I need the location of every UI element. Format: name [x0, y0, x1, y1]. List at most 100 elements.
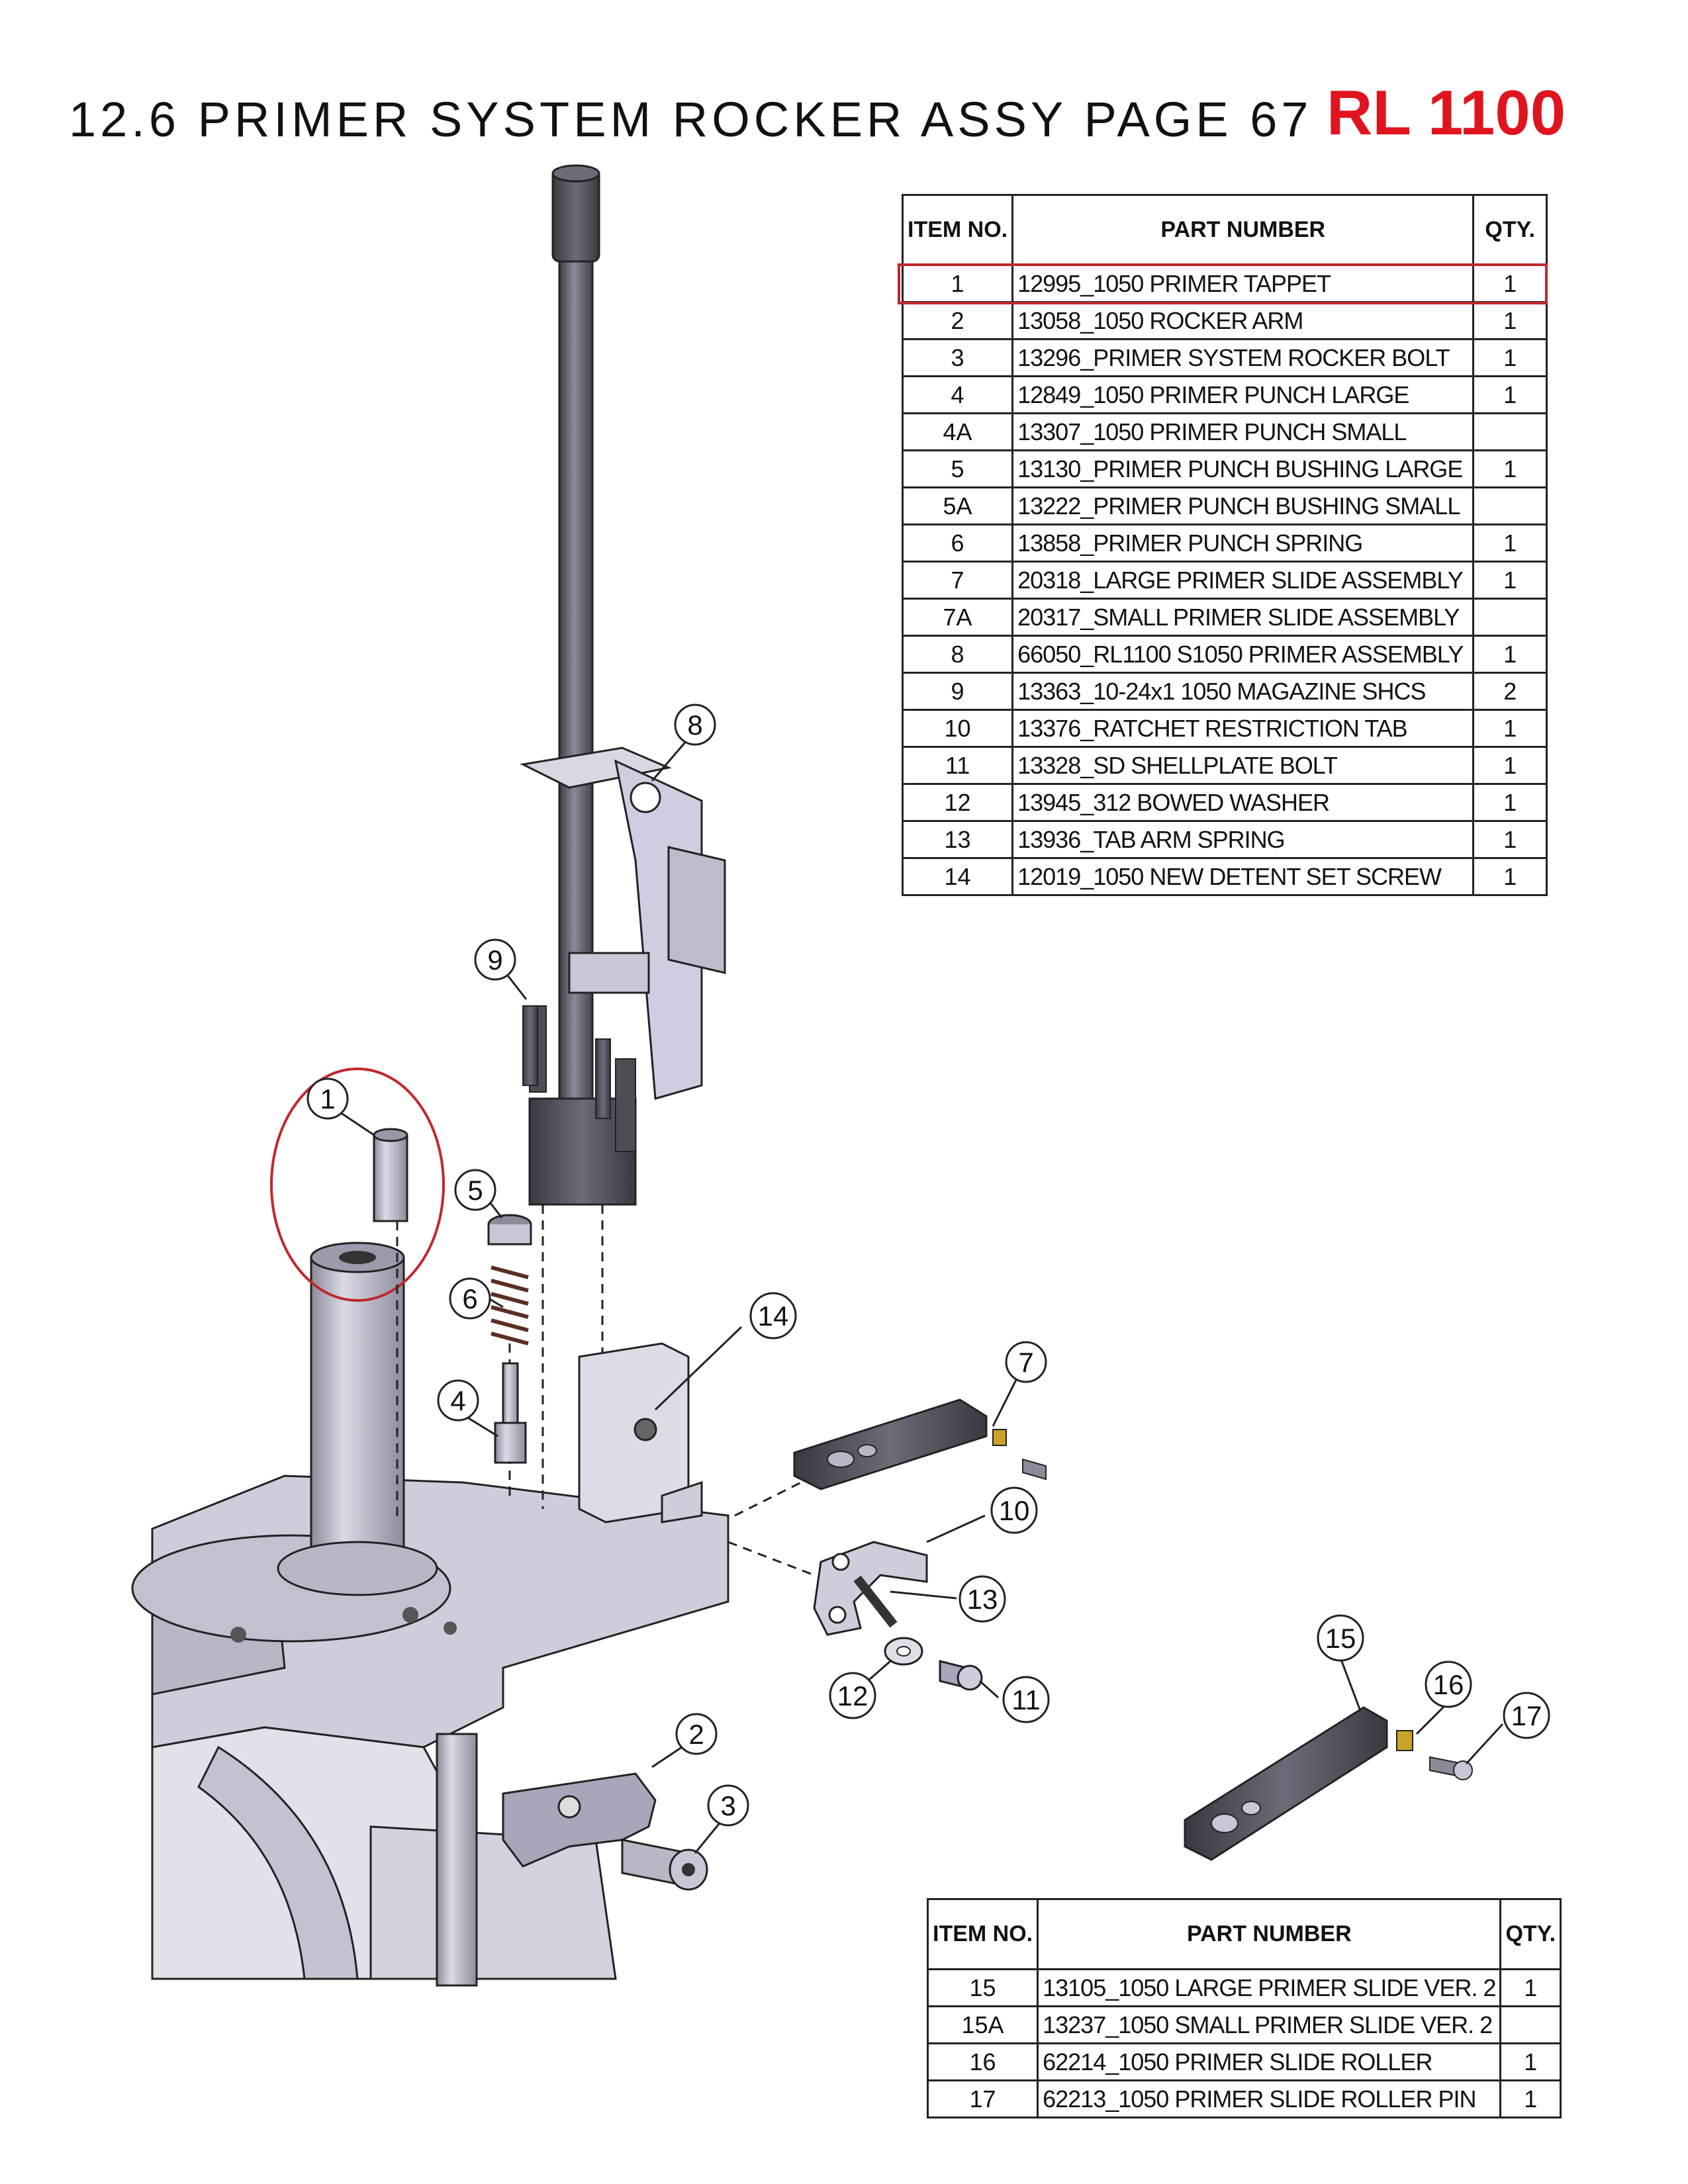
callout-leaders — [334, 734, 1504, 1854]
qty-cell: 1 — [1472, 783, 1548, 822]
magazine-screws — [522, 1005, 611, 1119]
part-number-cell: 62214_1050 PRIMER SLIDE ROLLER — [1037, 2042, 1502, 2081]
svg-text:7: 7 — [1018, 1347, 1033, 1378]
part-number-cell: 12849_1050 PRIMER PUNCH LARGE — [1011, 375, 1475, 414]
callout-4: 4 — [437, 1379, 479, 1422]
header-item-no: ITEM NO. — [901, 194, 1014, 266]
part-number-cell: 13858_PRIMER PUNCH SPRING — [1011, 523, 1475, 563]
ratchet-tab-group — [813, 1541, 983, 1691]
rocker-arm-group — [502, 1772, 708, 1891]
qty-cell: 1 — [1472, 301, 1548, 340]
part-number-cell: 13237_1050 SMALL PRIMER SLIDE VER. 2 — [1037, 2005, 1502, 2044]
item-no-cell: 17 — [926, 2079, 1039, 2118]
svg-text:17: 17 — [1511, 1700, 1542, 1731]
brand-logo-text: RL 1100 — [1327, 77, 1566, 148]
svg-text:6: 6 — [462, 1283, 477, 1314]
callout-13: 13 — [959, 1575, 1006, 1623]
item-no-cell: 4 — [901, 375, 1014, 414]
central-post — [277, 1242, 438, 1596]
item-no-cell: 15 — [926, 1968, 1039, 2007]
qty-cell: 2 — [1472, 672, 1548, 711]
item-no-cell: 12 — [901, 783, 1014, 822]
svg-text:13: 13 — [967, 1584, 998, 1615]
callout-6: 6 — [449, 1277, 491, 1320]
item-no-cell: 3 — [901, 338, 1014, 377]
svg-text:9: 9 — [487, 944, 502, 976]
qty-cell: 1 — [1499, 2079, 1562, 2118]
svg-text:4: 4 — [450, 1385, 465, 1416]
bom-header-row: ITEM NO. PART NUMBER QTY. — [901, 194, 1548, 266]
qty-cell: 1 — [1472, 857, 1548, 896]
header-part-number: PART NUMBER — [1037, 1898, 1502, 1970]
svg-text:15: 15 — [1325, 1623, 1356, 1654]
item-no-cell: 5A — [901, 486, 1014, 525]
part-number-cell: 62213_1050 PRIMER SLIDE ROLLER PIN — [1037, 2079, 1502, 2118]
svg-text:2: 2 — [688, 1719, 704, 1750]
qty-cell: 1 — [1472, 449, 1548, 488]
qty-cell: 1 — [1499, 1968, 1562, 2007]
callout-15: 15 — [1317, 1614, 1364, 1662]
header-qty: QTY. — [1499, 1898, 1562, 1970]
highlight-circle — [270, 1068, 445, 1302]
svg-text:5: 5 — [467, 1175, 483, 1206]
primer-punch-stack — [487, 1214, 532, 1464]
qty-cell: 1 — [1472, 375, 1548, 414]
primer-slide-assembly — [793, 1398, 1047, 1490]
qty-cell: 1 — [1472, 746, 1548, 785]
callout-11: 11 — [1002, 1676, 1050, 1723]
part-number-cell: 13296_PRIMER SYSTEM ROCKER BOLT — [1011, 338, 1475, 377]
page-title: 12.6 PRIMER SYSTEM ROCKER ASSY PAGE 67 — [69, 92, 1313, 147]
part-number-cell: 20317_SMALL PRIMER SLIDE ASSEMBLY — [1011, 598, 1475, 637]
part-number-cell: 13222_PRIMER PUNCH BUSHING SMALL — [1011, 486, 1475, 525]
callout-10: 10 — [990, 1486, 1038, 1534]
qty-cell — [1472, 412, 1548, 451]
header-qty: QTY. — [1472, 194, 1548, 266]
qty-cell: 1 — [1499, 2042, 1562, 2081]
svg-text:12: 12 — [837, 1680, 868, 1711]
qty-cell: 1 — [1472, 264, 1548, 303]
primer-slide-ver2 — [1184, 1706, 1473, 1861]
qty-cell: 1 — [1472, 338, 1548, 377]
callout-8: 8 — [674, 704, 716, 746]
part-number-cell: 13945_312 BOWED WASHER — [1011, 783, 1475, 822]
svg-text:11: 11 — [1011, 1684, 1041, 1715]
svg-text:14: 14 — [758, 1300, 789, 1332]
part-number-cell: 13936_TAB ARM SPRING — [1011, 820, 1475, 859]
callout-14: 14 — [749, 1292, 797, 1340]
callout-9: 9 — [474, 938, 516, 981]
item-no-cell: 15A — [926, 2005, 1039, 2044]
qty-cell — [1499, 2005, 1562, 2044]
svg-text:16: 16 — [1433, 1669, 1464, 1700]
item-no-cell: 7 — [901, 561, 1014, 600]
part-number-cell: 13376_RATCHET RESTRICTION TAB — [1011, 709, 1475, 748]
item-no-cell: 2 — [901, 301, 1014, 340]
svg-text:10: 10 — [999, 1495, 1030, 1526]
primer-tappet-part — [373, 1128, 408, 1222]
bom-header-row: ITEM NO. PART NUMBER QTY. — [926, 1898, 1562, 1970]
part-number-cell: 12019_1050 NEW DETENT SET SCREW — [1011, 857, 1475, 896]
part-number-cell: 13058_1050 ROCKER ARM — [1011, 301, 1475, 340]
svg-text:1: 1 — [320, 1083, 335, 1115]
part-number-cell: 13105_1050 LARGE PRIMER SLIDE VER. 2 — [1037, 1968, 1502, 2007]
item-no-cell: 16 — [926, 2042, 1039, 2081]
qty-cell: 1 — [1472, 635, 1548, 674]
item-no-cell: 13 — [901, 820, 1014, 859]
